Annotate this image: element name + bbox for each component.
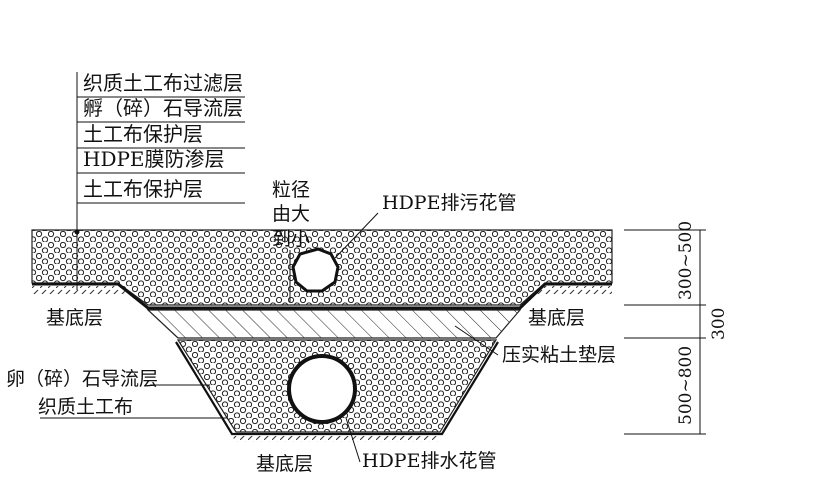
upper-pipe-icon: [291, 247, 340, 293]
gravel-note-line-3: 到小: [272, 228, 310, 250]
clay-cushion-label: 压实粘土垫层: [502, 344, 616, 366]
lower-pipe-icon: [287, 354, 357, 424]
gravel-note-line-1: 粒径: [272, 179, 310, 201]
layer-label-1: 织质土工布过滤层: [83, 71, 243, 95]
lower-gravel-label: 卵（碎）石导流层: [6, 368, 158, 390]
hdpe-membrane-line: [32, 282, 612, 310]
base-label-bottom: 基底层: [256, 453, 313, 475]
dimension-clay: 300: [709, 308, 729, 340]
base-ground-hatch-left: [32, 286, 128, 294]
trench-ground-hatch: [232, 436, 442, 442]
base-ground-hatch-right: [535, 286, 612, 294]
upper-pipe-leader: [334, 212, 379, 259]
layer-label-5: 土工布保护层: [83, 177, 203, 201]
callout-ticks: [77, 96, 245, 204]
dimension-lines: [624, 229, 706, 435]
clay-cushion-layer: [146, 309, 522, 339]
upper-pipe-label: HDPE排污花管: [382, 192, 516, 214]
layer-label-4: HDPE膜防渗层: [83, 147, 225, 171]
callout-dots: [74, 229, 80, 290]
gravel-note-line-2: 由大: [272, 203, 310, 225]
clay-cushion-leader: [454, 325, 499, 356]
dimension-trench: 500~800: [676, 346, 696, 425]
layer-label-2: 孵（碎）石导流层: [83, 96, 243, 120]
lower-geotextile-line: [175, 341, 499, 436]
base-label-right: 基底层: [528, 307, 585, 329]
base-label-left: 基底层: [46, 307, 103, 329]
lower-pipe-leader: [345, 417, 361, 463]
lower-pipe-label: HDPE排水花管: [362, 450, 496, 472]
layer-label-3: 土工布保护层: [83, 122, 203, 146]
dimension-top-layer: 300~500: [676, 221, 696, 300]
lower-geotextile-label: 织质土工布: [38, 396, 133, 418]
